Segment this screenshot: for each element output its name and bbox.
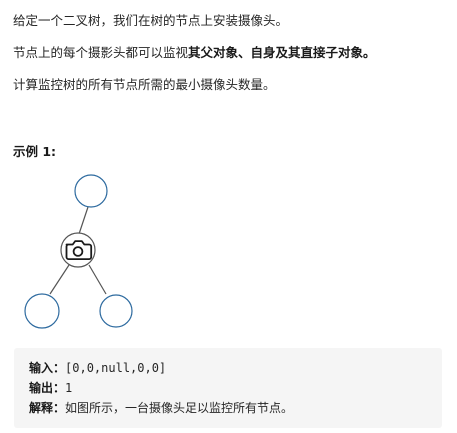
tree-edges: [49, 206, 107, 295]
description-line-2-prefix: 节点上的每个摄影头都可以监视: [13, 45, 189, 60]
output-label: 输出：: [29, 381, 66, 395]
description-line-1: 给定一个二叉树，我们在树的节点上安装摄像头。: [13, 13, 289, 28]
description-line-2: 节点上的每个摄影头都可以监视其父对象、自身及其直接子对象。: [13, 45, 376, 61]
example-output-line: 输出：1: [29, 378, 442, 398]
edge-middle-left-leaf: [49, 264, 70, 295]
edge-middle-right-leaf: [88, 264, 107, 295]
input-value: [0,0,null,0,0]: [65, 361, 167, 375]
example-input-line: 输入：[0,0,null,0,0]: [29, 358, 442, 378]
explanation-value: 如图所示，一台摄像头足以监控所有节点。: [65, 401, 294, 415]
example-explanation-line: 解释：如图所示，一台摄像头足以监控所有节点。: [29, 398, 442, 418]
tree-node-left-leaf: [24, 293, 60, 329]
camera-icon: [65, 240, 93, 260]
example-code-block: 输入：[0,0,null,0,0] 输出：1 解释：如图所示，一台摄像头足以监控…: [14, 348, 442, 428]
explanation-label: 解释：: [29, 401, 66, 415]
tree-node-middle: [60, 232, 96, 268]
description-line-2-bold: 其父对象、自身及其直接子对象。: [188, 45, 376, 60]
tree-nodes: [24, 174, 133, 329]
example-heading: 示例 1:: [13, 144, 57, 159]
edge-root-middle: [78, 206, 89, 235]
tree-node-root: [74, 174, 108, 208]
output-value: 1: [65, 381, 73, 395]
description-line-3: 计算监控树的所有节点所需的最小摄像头数量。: [13, 77, 276, 92]
tree-node-right-leaf: [99, 294, 133, 328]
input-label: 输入：: [29, 361, 66, 375]
